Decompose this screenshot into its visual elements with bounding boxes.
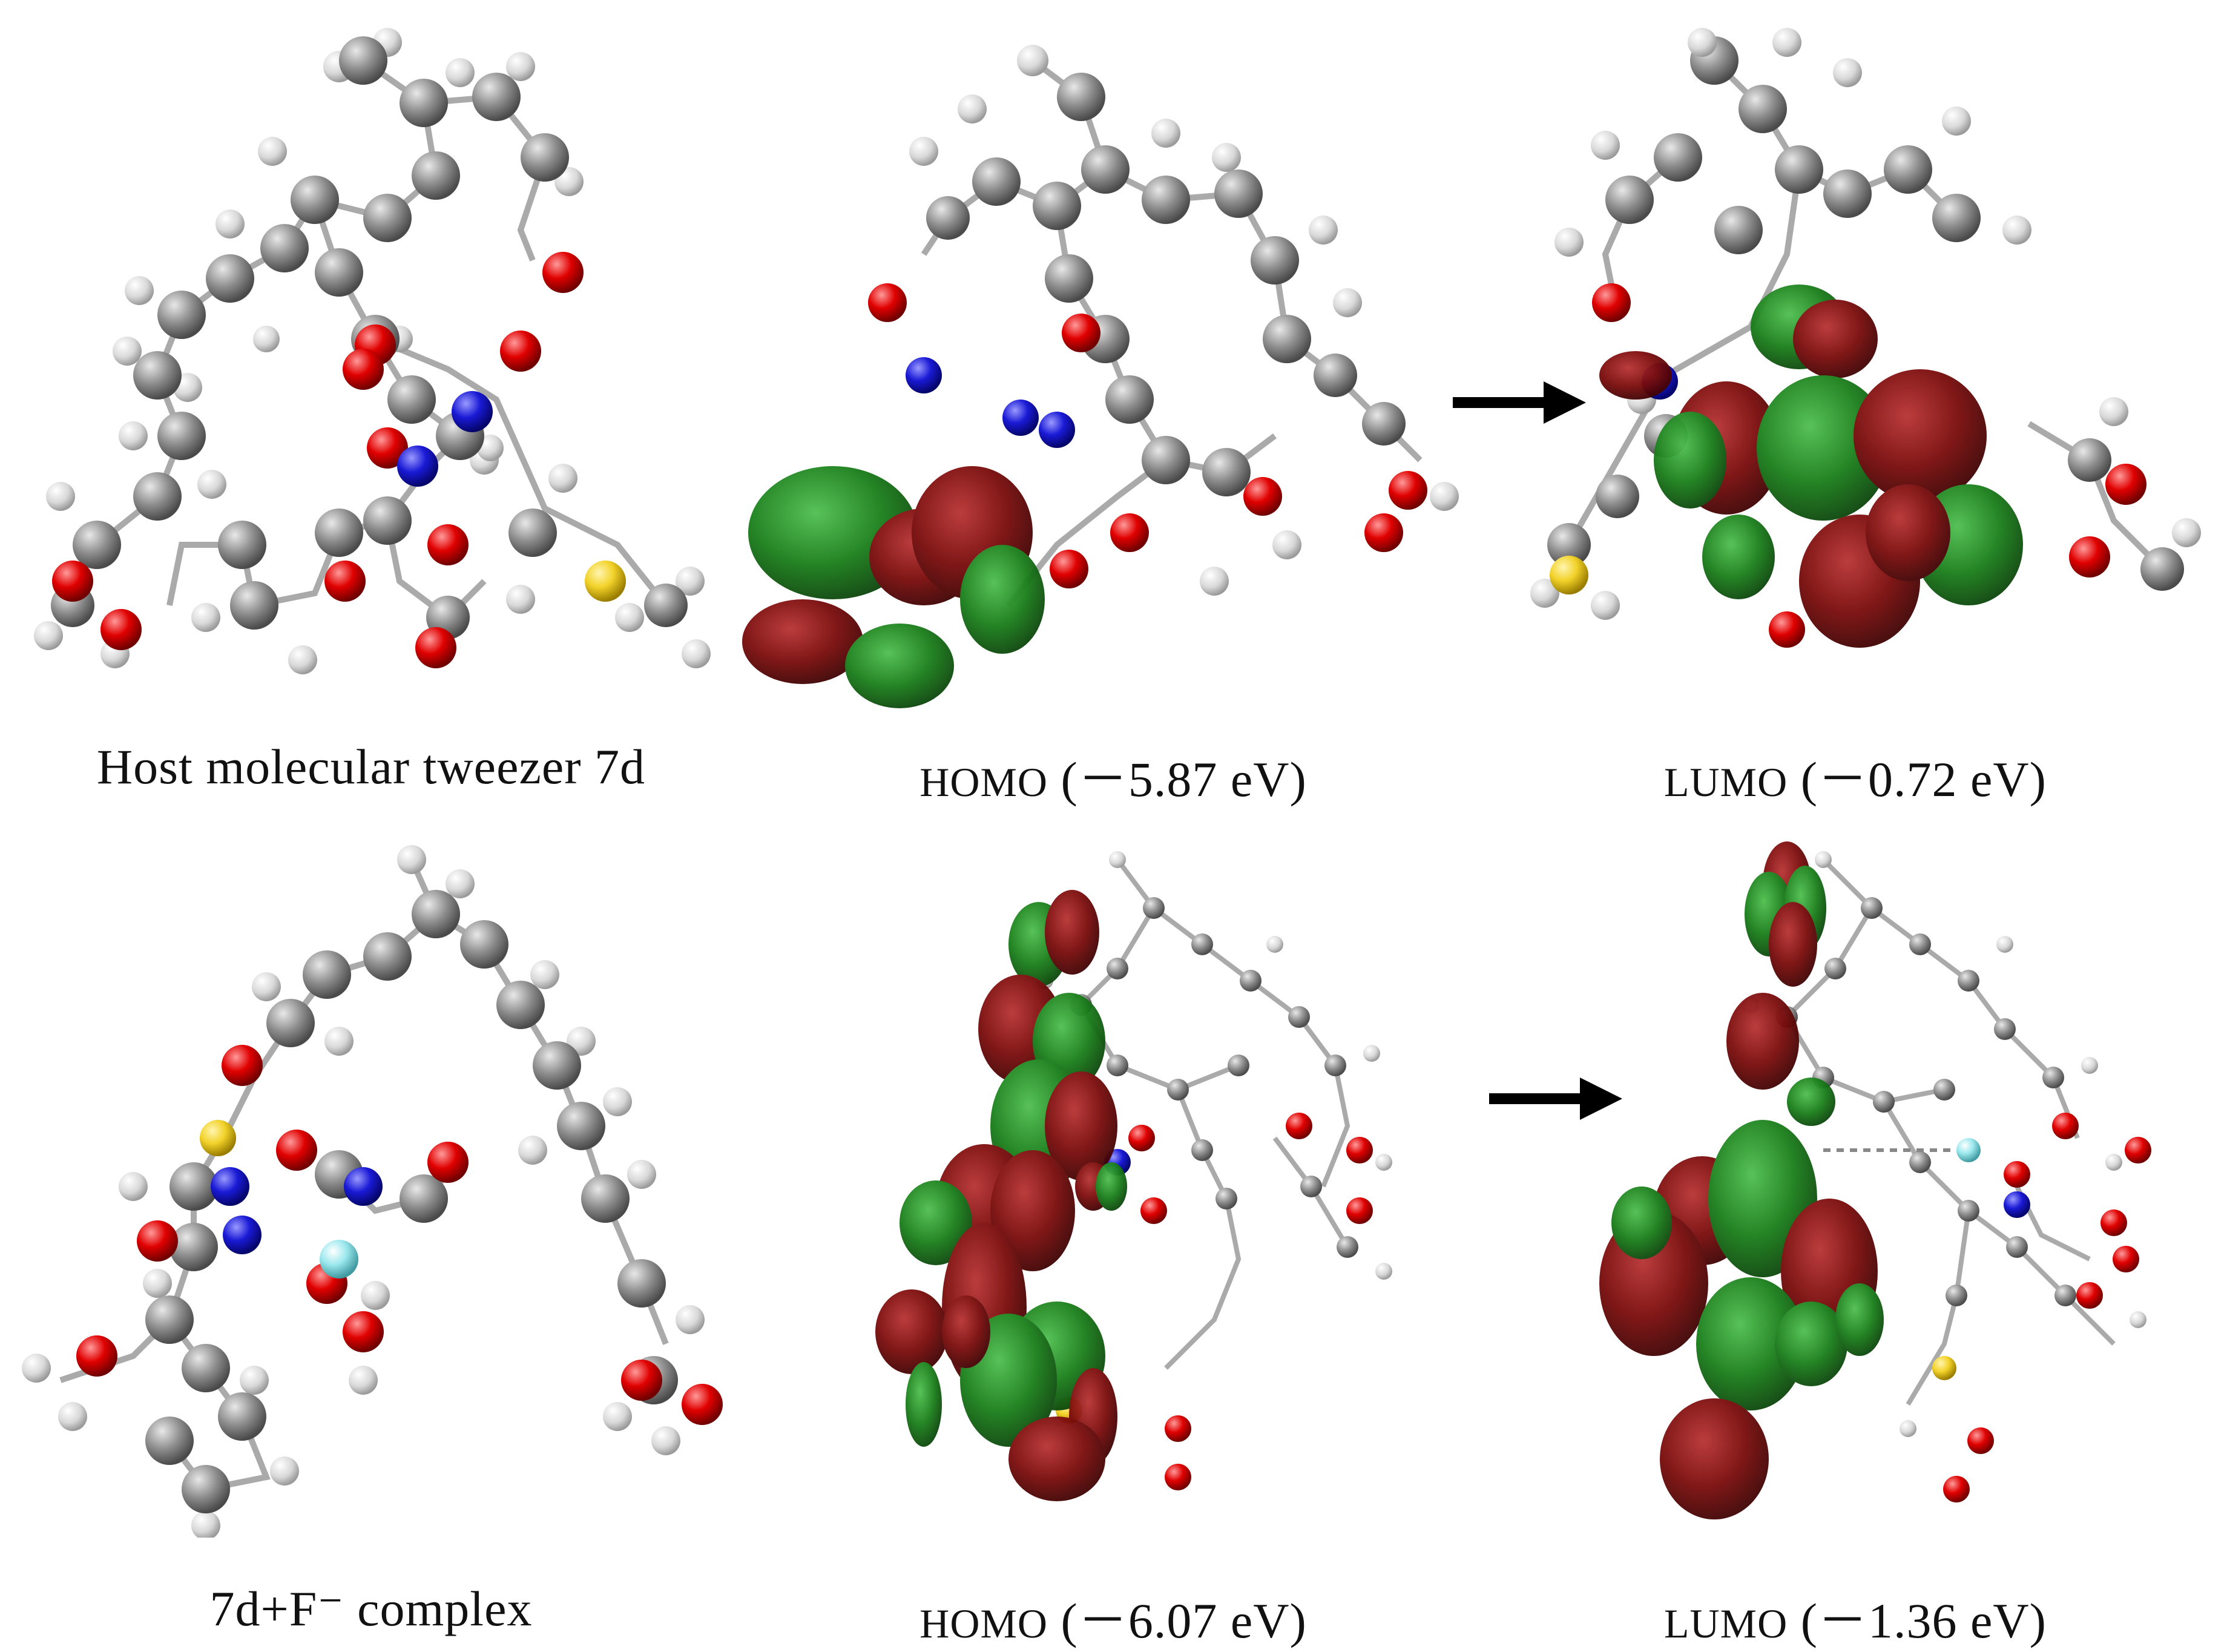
lumo-host-orbital-structure xyxy=(1530,28,2201,648)
panel-host-molecule: Host molecular tweezer 7d xyxy=(0,0,742,823)
caption-lumo-host-prefix: LUMO xyxy=(1664,759,1788,805)
host-molecule-heteroatoms xyxy=(52,252,626,668)
caption-lumo-complex: LUMO (－1.36 eV) xyxy=(1484,1580,2226,1652)
homo-host-atoms xyxy=(868,45,1459,596)
complex-molecule-structure xyxy=(22,845,723,1538)
homo-complex-orbital-lobes xyxy=(875,890,1127,1501)
caption-lumo-host-value: (－0.72 eV) xyxy=(1800,752,2047,807)
caption-lumo-complex-value: (－1.36 eV) xyxy=(1800,1593,2047,1648)
caption-homo-complex-prefix: HOMO xyxy=(919,1601,1048,1647)
homo-complex-orbital-structure xyxy=(875,851,1392,1501)
host-molecule-hydrogens xyxy=(34,28,711,674)
caption-homo-complex: HOMO (－6.07 eV) xyxy=(742,1580,1484,1652)
right-arrow-icon xyxy=(1489,1078,1622,1120)
caption-homo-complex-value: (－6.07 eV) xyxy=(1061,1593,1307,1648)
caption-lumo-host: LUMO (－0.72 eV) xyxy=(1484,739,2226,811)
lumo-complex-orbital-structure xyxy=(1599,841,2151,1519)
panel-lumo-host: LUMO (－0.72 eV) xyxy=(1484,0,2226,823)
homo-complex-bonds xyxy=(1077,858,1350,1370)
caption-host-molecule: Host molecular tweezer 7d xyxy=(96,739,646,794)
homo-host-orbital-structure xyxy=(742,45,1459,708)
caption-complex-molecule: 7d+F⁻ complex xyxy=(209,1581,533,1636)
lumo-complex-orbital-lobes xyxy=(1599,841,1884,1519)
homo-host-orbital-lobes xyxy=(742,466,1045,708)
caption-homo-host-prefix: HOMO xyxy=(919,759,1048,805)
caption-lumo-complex-prefix: LUMO xyxy=(1664,1601,1788,1647)
panel-homo-host: HOMO (－5.87 eV) xyxy=(742,0,1484,823)
panel-homo-complex: HOMO (－6.07 eV) xyxy=(742,823,1484,1648)
complex-molecule-atoms xyxy=(22,845,723,1538)
panel-complex-molecule: 7d+F⁻ complex xyxy=(0,823,742,1647)
lumo-host-orbital-lobes xyxy=(1599,285,2023,648)
caption-homo-host-value: (－5.87 eV) xyxy=(1061,752,1307,807)
right-arrow-icon xyxy=(1453,381,1586,424)
caption-homo-host: HOMO (－5.87 eV) xyxy=(742,739,1484,811)
host-molecule-structure xyxy=(34,28,711,674)
panel-lumo-complex: LUMO (－1.36 eV) xyxy=(1484,823,2226,1648)
